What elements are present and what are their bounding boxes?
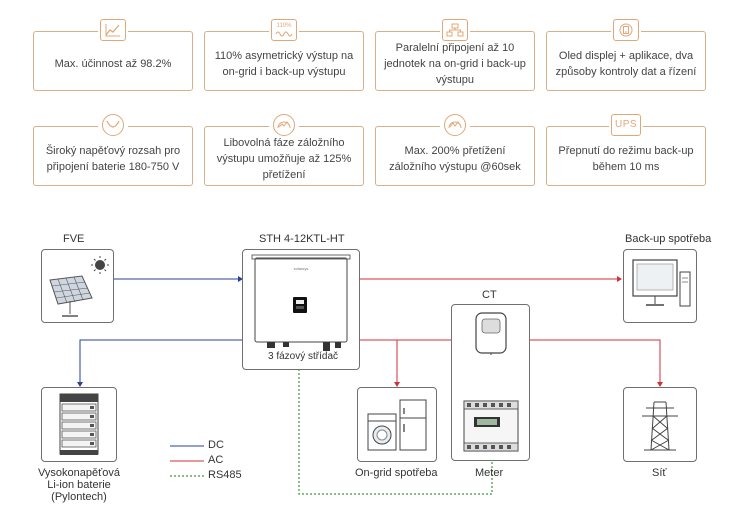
ongrid-load-label: On-grid spotřeba — [355, 467, 438, 479]
legend-ac-label: AC — [208, 454, 224, 466]
feature-voltage: Široký napěťový rozsah pro připojení bat… — [33, 112, 193, 186]
rs485-line — [298, 369, 493, 495]
inverter-brand-mark: solarsys — [294, 266, 309, 271]
appliances-icon — [367, 399, 427, 451]
110-percent-wave-icon: 110% — [269, 17, 299, 43]
efficiency-chart-icon — [98, 17, 128, 43]
ongrid-load-box — [357, 387, 437, 462]
inverter-icon: solarsys — [251, 254, 351, 351]
feature-ups: UPS Přepnutí do režimu back-up během 10 … — [546, 112, 706, 186]
feature-phase-text: Libovolná fáze záložního výstupu umožňuj… — [216, 137, 352, 181]
fve-label: FVE — [63, 233, 85, 245]
solar-panel-icon — [49, 256, 109, 317]
feature-efficiency: Max. účinnost až 98.2% — [33, 17, 193, 91]
display-app-icon — [611, 17, 641, 43]
meter-label: Meter — [475, 467, 504, 479]
meter-box — [451, 304, 530, 461]
computer-icon — [632, 259, 691, 307]
legend-rs485-label: RS485 — [208, 469, 242, 481]
dc-arrow-battery — [77, 382, 83, 387]
ct-clamp-icon — [475, 312, 507, 355]
feature-parallel: Paralelní připojení až 10 jednotek na on… — [375, 17, 535, 91]
dc-line-battery — [79, 339, 243, 382]
ups-icon: UPS — [609, 112, 643, 138]
battery-label: Vysokonapěťová Li-ion baterie (Pylontech… — [37, 467, 121, 503]
legend-dc-label: DC — [208, 439, 224, 451]
battery-label-line1: Vysokonapěťová — [38, 467, 120, 479]
feature-overload: Max. 200% přetížení záložního výstupu @6… — [375, 112, 535, 186]
feature-display-text: Oled displej + aplikace, dva způsoby kon… — [555, 50, 697, 78]
parallel-network-icon — [440, 17, 470, 43]
ac-arrow-ongrid — [394, 382, 400, 387]
inverter-caption: 3 fázový střídač — [268, 351, 339, 362]
power-tower-icon — [642, 401, 678, 451]
voltage-range-icon — [98, 112, 128, 138]
battery-label-line3: (Pylontech) — [51, 491, 107, 503]
feature-voltage-text: Široký napěťový rozsah pro připojení bat… — [45, 145, 181, 173]
icon-110-text: 110% — [276, 22, 292, 29]
feature-display: Oled displej + aplikace, dva způsoby kon… — [546, 17, 706, 91]
backup-load-label: Back-up spotřeba — [625, 233, 712, 245]
inverter-box: solarsys — [242, 249, 360, 370]
ac-arrow-grid — [657, 382, 663, 387]
feature-asymmetric: 110% 110% asymetrický výstup na on-grid … — [204, 17, 364, 91]
backup-load-box — [623, 249, 697, 323]
phase-gauge-icon — [269, 112, 299, 138]
feature-parallel-text: Paralelní připojení až 10 jednotek na on… — [384, 42, 526, 86]
grid-label: Síť — [652, 467, 667, 479]
ct-label: CT — [482, 289, 497, 301]
grid-box — [623, 387, 697, 462]
feature-efficiency-text: Max. účinnost až 98.2% — [54, 58, 172, 70]
ct-meter-icon — [463, 312, 519, 452]
ac-arrow-backup — [617, 276, 622, 282]
feature-phase: Libovolná fáze záložního výstupu umožňuj… — [204, 112, 364, 186]
inverter-model-label: STH 4-12KTL-HT — [259, 233, 345, 245]
battery-box — [41, 387, 117, 462]
dc-arrow-pv — [238, 276, 243, 282]
feature-asymmetric-text: 110% asymetrický výstup na on-grid i bac… — [214, 50, 354, 78]
washing-machine-icon — [367, 413, 397, 451]
pv-panel-box — [41, 249, 114, 323]
battery-label-line2: Li-ion baterie — [47, 479, 111, 491]
battery-stack-icon — [59, 393, 99, 455]
ups-icon-text: UPS — [614, 119, 638, 130]
energy-meter-icon — [463, 400, 519, 452]
feature-overload-text: Max. 200% přetížení záložního výstupu @6… — [389, 145, 521, 173]
feature-ups-text: Přepnutí do režimu back-up během 10 ms — [558, 145, 694, 173]
fridge-icon — [399, 399, 427, 451]
overload-gauge-icon — [440, 112, 470, 138]
